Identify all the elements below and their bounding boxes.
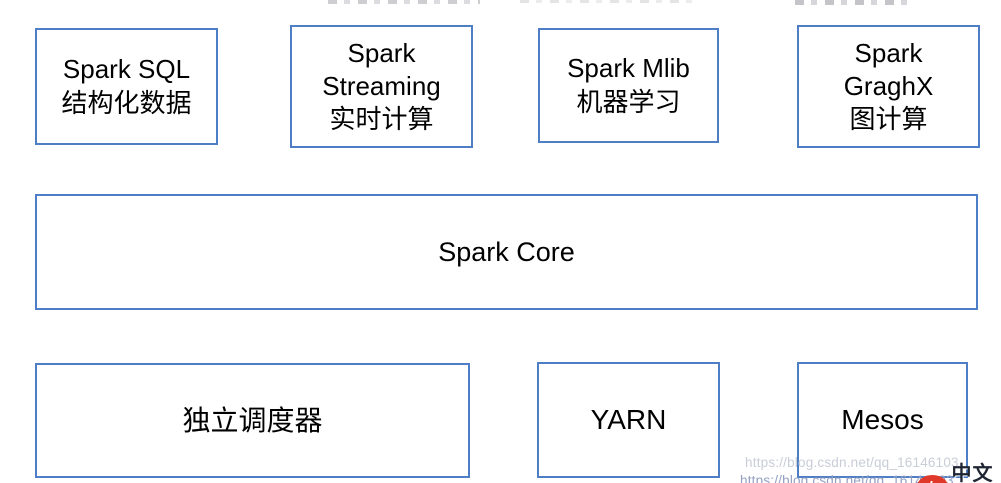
cropped-title-fragment: [795, 0, 907, 5]
box-spark-sql: Spark SQL 结构化数据: [35, 28, 218, 145]
box-spark-core: Spark Core: [35, 194, 978, 310]
box-yarn: YARN: [537, 362, 720, 478]
box-spark-streaming: Spark Streaming 实时计算: [290, 25, 473, 148]
box-mesos: Mesos: [797, 362, 968, 478]
box-spark-graphx: Spark GraghX 图计算: [797, 25, 980, 148]
php-logo-text: 中文网: [951, 463, 994, 483]
box-standalone-scheduler: 独立调度器: [35, 363, 470, 478]
box-label-line: Spark SQL: [62, 54, 191, 85]
box-label-line: Mesos: [841, 404, 924, 436]
box-spark-mlib: Spark Mlib 机器学习: [538, 28, 719, 143]
php-cn-logo: php 中文网: [917, 457, 1001, 483]
box-label-line: 机器学习: [576, 86, 681, 117]
box-label-line: Spark Mlib: [567, 53, 690, 84]
box-label-line: Spark Core: [438, 236, 575, 267]
box-label-line: Spark: [854, 37, 923, 68]
cropped-title-fragment: [520, 0, 700, 3]
box-label-line: YARN: [590, 404, 667, 436]
box-label-line: 实时计算: [329, 104, 434, 135]
box-label-line: 图计算: [849, 104, 928, 135]
box-label-line: Streaming: [322, 70, 441, 101]
cropped-title-fragment: [328, 0, 480, 4]
box-label-line: Spark: [347, 37, 416, 68]
php-logo-badge-icon: php: [917, 474, 949, 483]
box-label-line: 独立调度器: [182, 404, 323, 436]
box-label-line: GraghX: [843, 70, 934, 101]
box-label-line: 结构化数据: [61, 87, 192, 118]
